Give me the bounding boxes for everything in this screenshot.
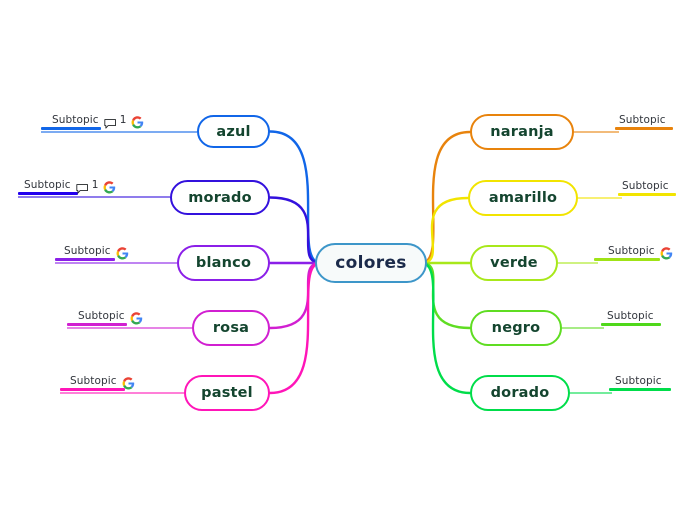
comment-icon[interactable]	[76, 180, 89, 194]
branch-edge-dorado	[421, 261, 472, 395]
comment-count: 1	[119, 114, 127, 126]
subtopic-blanco[interactable]: Subtopic	[64, 242, 129, 260]
branch-edge-rosa	[268, 261, 321, 330]
subtopic-underline-verde[interactable]	[594, 258, 660, 261]
subtopic-connector-amarillo	[578, 197, 622, 199]
topic-node-azul[interactable]: azul	[197, 115, 270, 148]
topic-node-rosa[interactable]: rosa	[192, 310, 270, 346]
topic-node-label: negro	[491, 320, 541, 336]
topic-node-label: naranja	[490, 124, 554, 140]
subtopic-connector-negro	[562, 327, 604, 329]
google-icon[interactable]	[131, 114, 144, 128]
subtopic-naranja[interactable]: Subtopic	[619, 111, 666, 129]
subtopic-connector-pastel	[60, 392, 184, 394]
topic-node-label: blanco	[195, 255, 252, 271]
subtopic-label: Subtopic	[619, 114, 666, 126]
subtopic-label: Subtopic	[64, 245, 111, 257]
branch-edge-naranja	[421, 130, 472, 265]
topic-node-label: azul	[216, 123, 251, 140]
subtopic-rosa[interactable]: Subtopic	[78, 307, 143, 325]
google-icon[interactable]	[660, 245, 673, 259]
subtopic-connector-dorado	[570, 392, 612, 394]
subtopic-underline-amarillo[interactable]	[618, 193, 676, 196]
topic-node-pastel[interactable]: pastel	[184, 375, 270, 411]
branch-edge-pastel	[268, 261, 321, 395]
subtopic-underline-pastel[interactable]	[60, 388, 125, 391]
branch-edge-amarillo	[421, 196, 470, 265]
subtopic-label: Subtopic	[24, 179, 71, 191]
subtopic-amarillo[interactable]: Subtopic	[622, 177, 669, 195]
topic-node-label: pastel	[201, 385, 253, 401]
subtopic-underline-dorado[interactable]	[609, 388, 671, 391]
topic-node-verde[interactable]: verde	[470, 245, 558, 281]
topic-node-label: rosa	[212, 320, 250, 336]
subtopic-underline-negro[interactable]	[601, 323, 661, 326]
subtopic-label: Subtopic	[622, 180, 669, 192]
center-node-label: colores	[335, 253, 407, 273]
topic-node-negro[interactable]: negro	[470, 310, 562, 346]
subtopic-label: Subtopic	[607, 310, 654, 322]
subtopic-pastel[interactable]: Subtopic	[70, 372, 135, 390]
subtopic-label: Subtopic	[78, 310, 125, 322]
topic-node-label: amarillo	[488, 190, 558, 206]
subtopic-dorado[interactable]: Subtopic	[615, 372, 662, 390]
subtopic-connector-naranja	[574, 131, 619, 133]
subtopic-connector-blanco	[55, 262, 177, 264]
google-icon[interactable]	[122, 375, 135, 389]
center-node-colores[interactable]: colores	[315, 243, 427, 283]
topic-node-label: verde	[490, 255, 538, 271]
subtopic-connector-rosa	[67, 327, 192, 329]
google-icon[interactable]	[116, 245, 129, 259]
subtopic-connector-verde	[558, 262, 598, 264]
subtopic-label: Subtopic	[615, 375, 662, 387]
subtopic-underline-rosa[interactable]	[67, 323, 127, 326]
topic-node-amarillo[interactable]: amarillo	[468, 180, 578, 216]
subtopic-connector-azul	[41, 131, 197, 133]
topic-node-blanco[interactable]: blanco	[177, 245, 270, 281]
subtopic-azul[interactable]: Subtopic 1	[52, 111, 144, 129]
google-icon[interactable]	[130, 310, 143, 324]
comment-icon[interactable]	[104, 115, 117, 129]
topic-node-label: morado	[188, 189, 252, 206]
topic-node-dorado[interactable]: dorado	[470, 375, 570, 411]
subtopic-negro[interactable]: Subtopic	[607, 307, 654, 325]
subtopic-underline-blanco[interactable]	[55, 258, 115, 261]
subtopic-connector-morado	[18, 196, 170, 198]
subtopic-morado[interactable]: Subtopic 1	[24, 176, 116, 194]
subtopic-label: Subtopic	[70, 375, 117, 387]
subtopic-verde[interactable]: Subtopic	[608, 242, 673, 260]
branch-edge-morado	[268, 196, 321, 265]
google-icon[interactable]	[103, 179, 116, 193]
subtopic-underline-azul[interactable]	[41, 127, 101, 130]
topic-node-morado[interactable]: morado	[170, 180, 270, 215]
subtopic-underline-morado[interactable]	[18, 192, 78, 195]
subtopic-underline-naranja[interactable]	[615, 127, 673, 130]
topic-node-label: dorado	[490, 385, 550, 401]
comment-count: 1	[91, 179, 99, 191]
subtopic-label: Subtopic	[52, 114, 99, 126]
topic-node-naranja[interactable]: naranja	[470, 114, 574, 150]
branch-edge-negro	[421, 261, 472, 330]
subtopic-label: Subtopic	[608, 245, 655, 257]
branch-edge-azul	[268, 130, 321, 265]
